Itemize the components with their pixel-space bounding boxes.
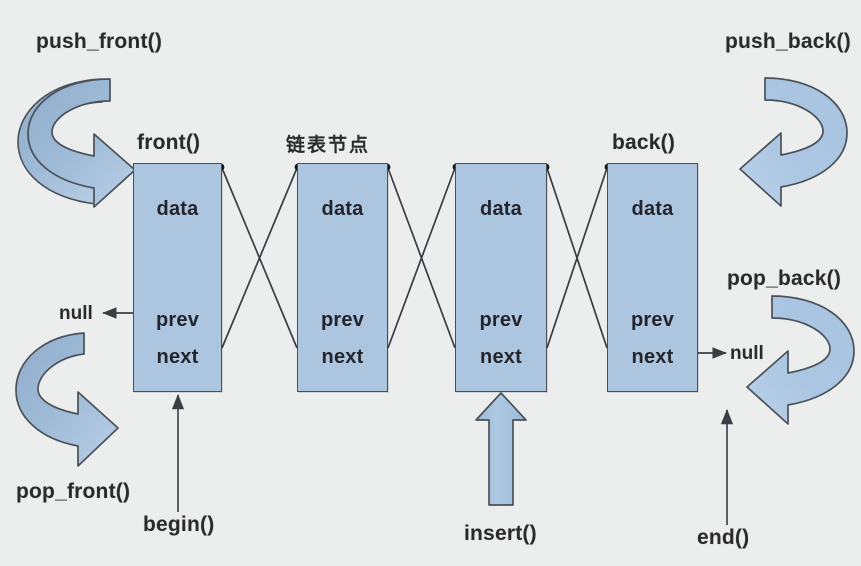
- link-node3-node4: [546, 167, 608, 349]
- label-null-left: null: [59, 303, 93, 324]
- node-2-next-field: next: [321, 346, 364, 368]
- pop-front-arrow-group: [15, 332, 119, 467]
- node-1-prev-field: prev: [155, 309, 200, 331]
- node-1-next-field: next: [156, 346, 199, 368]
- label-front-accessor: front(): [137, 131, 201, 154]
- node-2-data-field: data: [321, 198, 364, 220]
- node-3-prev-field: prev: [479, 309, 523, 331]
- pop-back-arrow-group: [746, 295, 855, 425]
- label-begin: begin(): [143, 513, 215, 536]
- label-pop-back: pop_back(): [727, 267, 842, 290]
- list-node-2[interactable]: data prev next: [297, 163, 388, 392]
- list-node-3[interactable]: data prev next: [455, 163, 547, 392]
- insert-block-arrow: [475, 392, 527, 506]
- link-node1-node2: [221, 167, 298, 349]
- node-4-data-field: data: [631, 198, 674, 220]
- list-node-1[interactable]: data prev next: [133, 163, 222, 392]
- node-4-next-field: next: [631, 346, 674, 368]
- label-pop-front: pop_front(): [16, 480, 131, 503]
- node-1-data-field: data: [156, 198, 199, 220]
- label-node-chinese: 链表节点: [286, 134, 371, 156]
- link-node2-node3: [387, 167, 456, 349]
- link-endpoint-dots: [217, 163, 612, 171]
- label-push-back: push_back(): [725, 30, 851, 53]
- label-insert: insert(): [464, 522, 537, 545]
- node-3-next-field: next: [480, 346, 522, 368]
- label-push-front: push_front(): [36, 30, 163, 53]
- node-2-prev-field: prev: [320, 309, 365, 331]
- list-node-4[interactable]: data prev next: [607, 163, 698, 392]
- node-3-data-field: data: [480, 198, 522, 220]
- push-front-arrow-group: [27, 78, 136, 208]
- label-back-accessor: back(): [612, 131, 676, 154]
- label-null-right: null: [730, 343, 764, 364]
- push-back-arrow-group: [739, 77, 848, 207]
- node-4-prev-field: prev: [630, 309, 675, 331]
- label-end: end(): [697, 526, 750, 549]
